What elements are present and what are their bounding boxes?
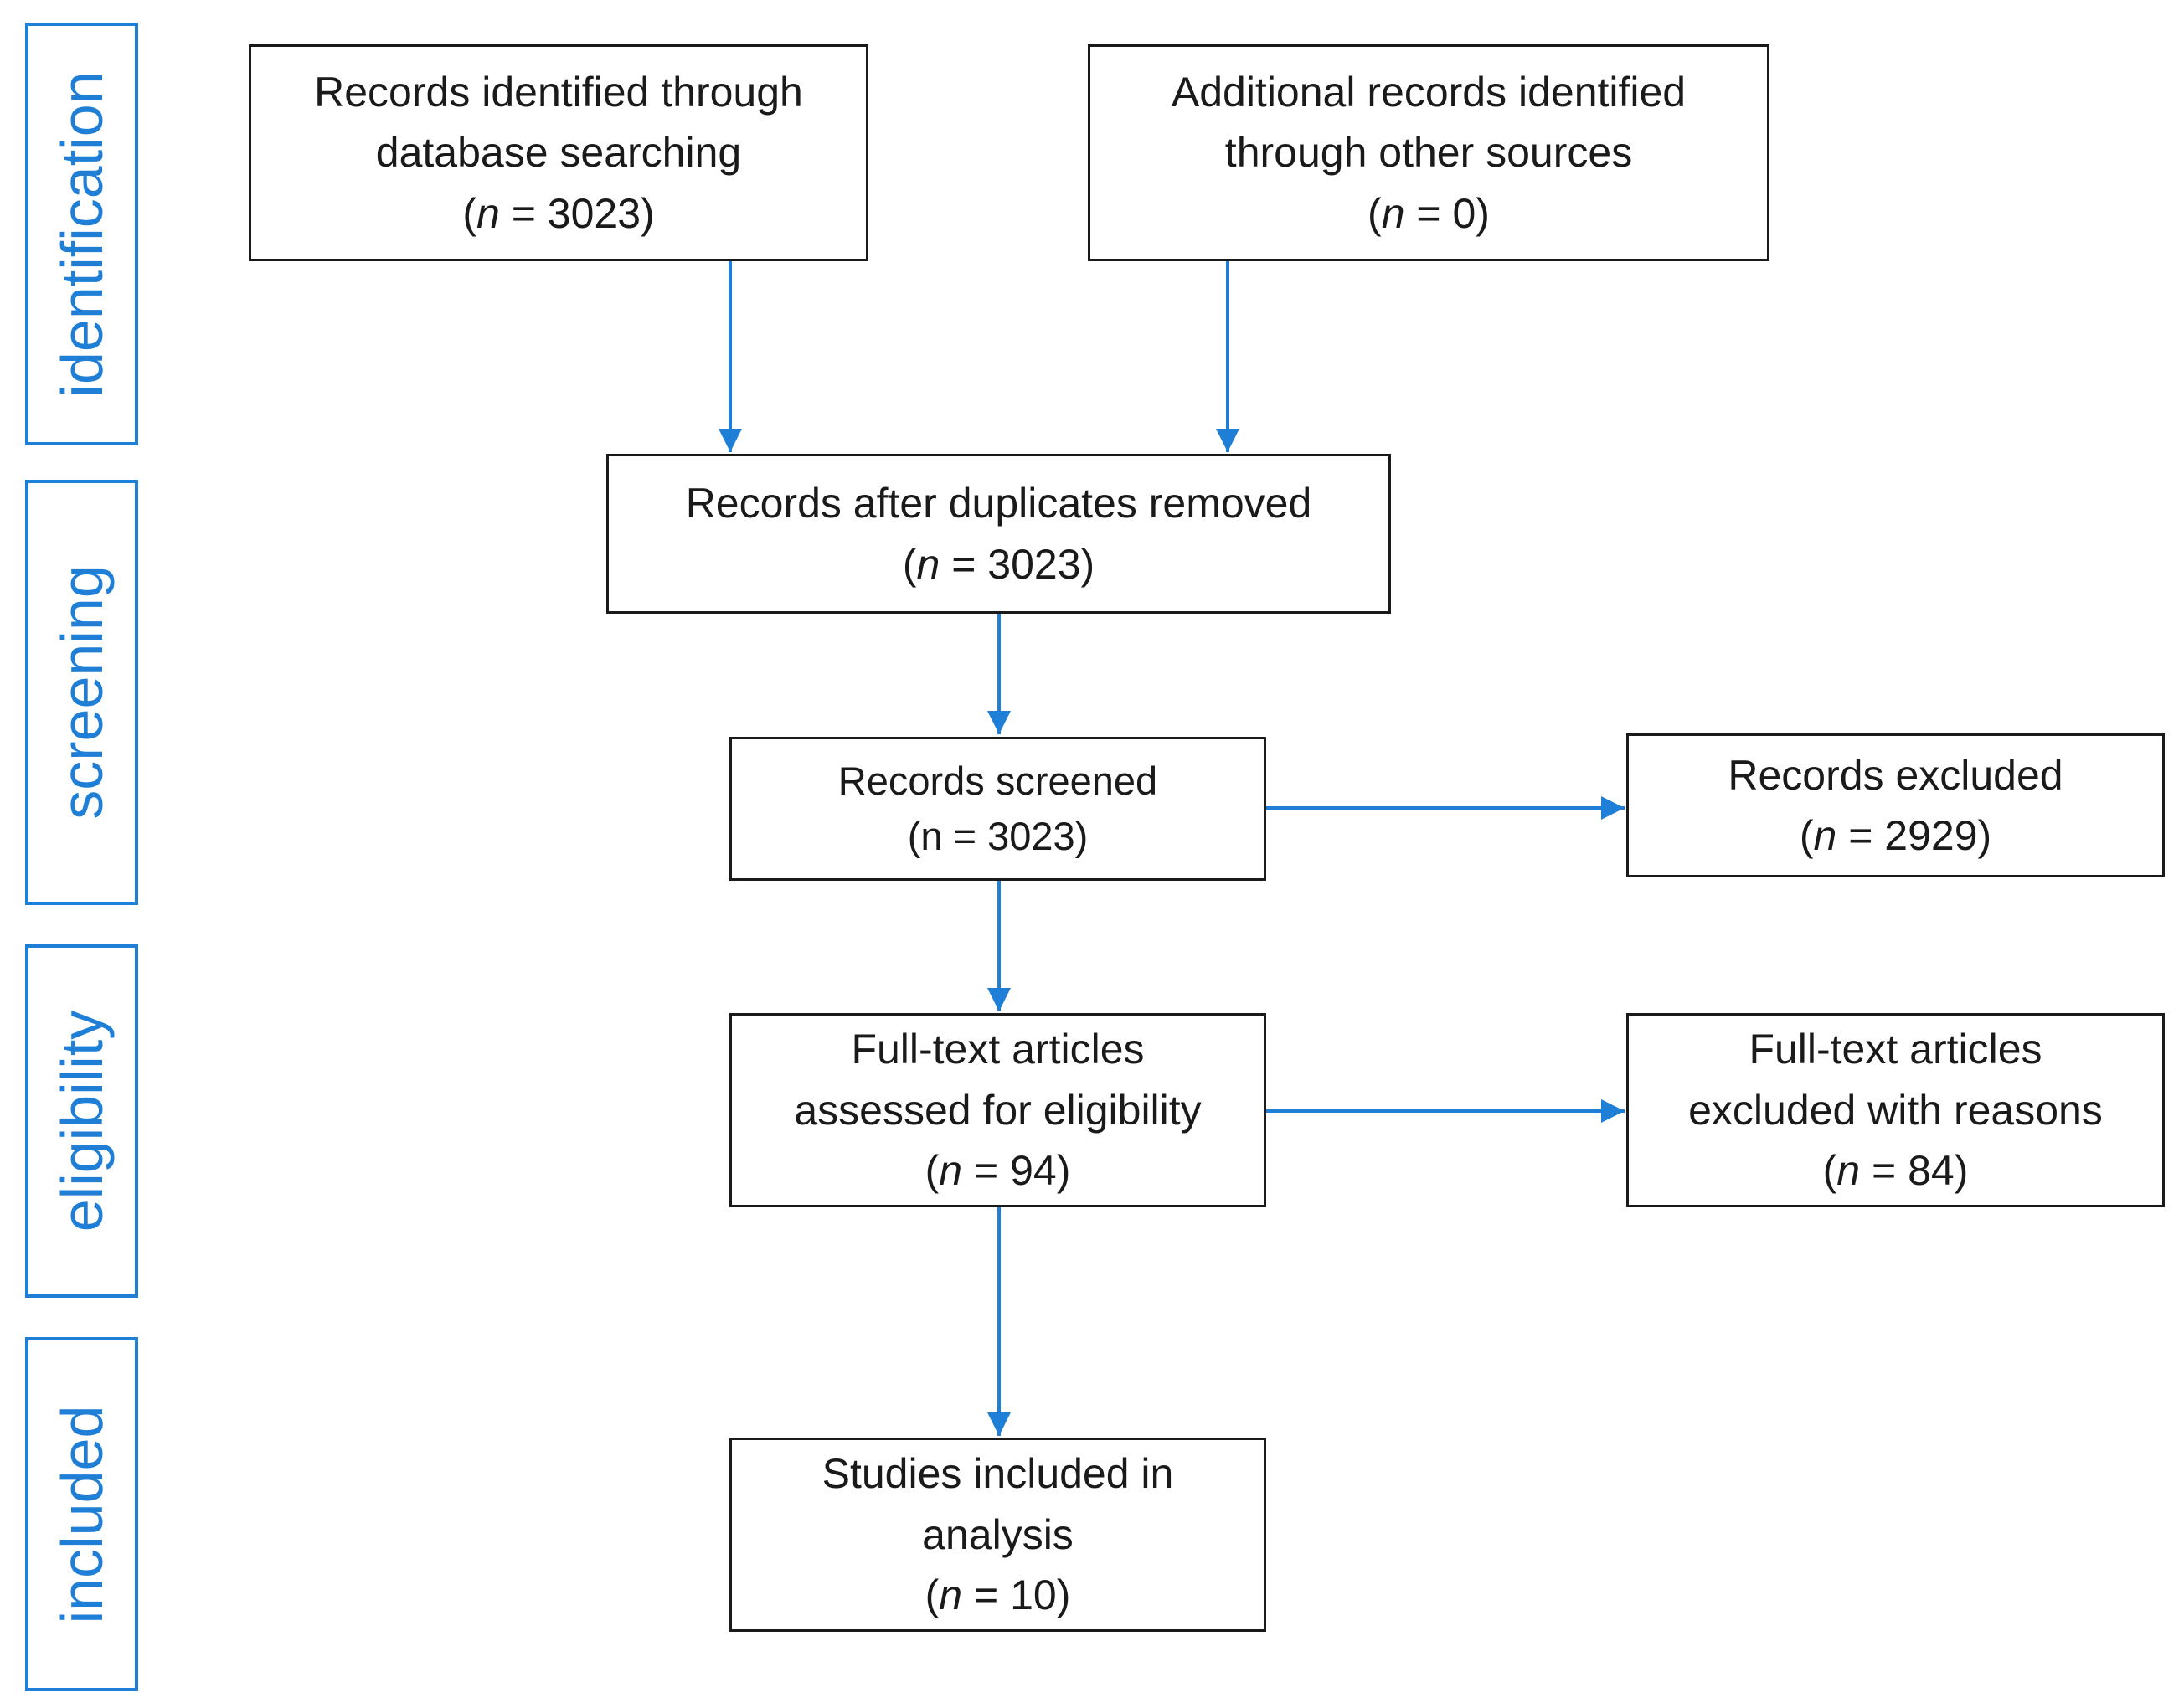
box-records-screened: Records screened (n = 3023) — [729, 737, 1266, 881]
box-records-excluded: Records excluded (n = 2929) — [1626, 733, 2165, 877]
stage-screening: screening — [25, 480, 138, 905]
stage-identification: identification — [25, 23, 138, 445]
box-fulltext-assessed: Full-text articles assessed for eligibil… — [729, 1013, 1266, 1207]
box-fulltext-excluded: Full-text articles excluded with reasons… — [1626, 1013, 2165, 1207]
box-records-other-sources: Additional records identified through ot… — [1088, 44, 1769, 261]
box-records-database-searching: Records identified through database sear… — [249, 44, 868, 261]
box-records-after-duplicates: Records after duplicates removed (n = 30… — [606, 454, 1391, 614]
box-studies-included: Studies included in analysis (n = 10) — [729, 1438, 1266, 1632]
stage-included: included — [25, 1337, 138, 1691]
stage-eligibility: eligibility — [25, 944, 138, 1298]
